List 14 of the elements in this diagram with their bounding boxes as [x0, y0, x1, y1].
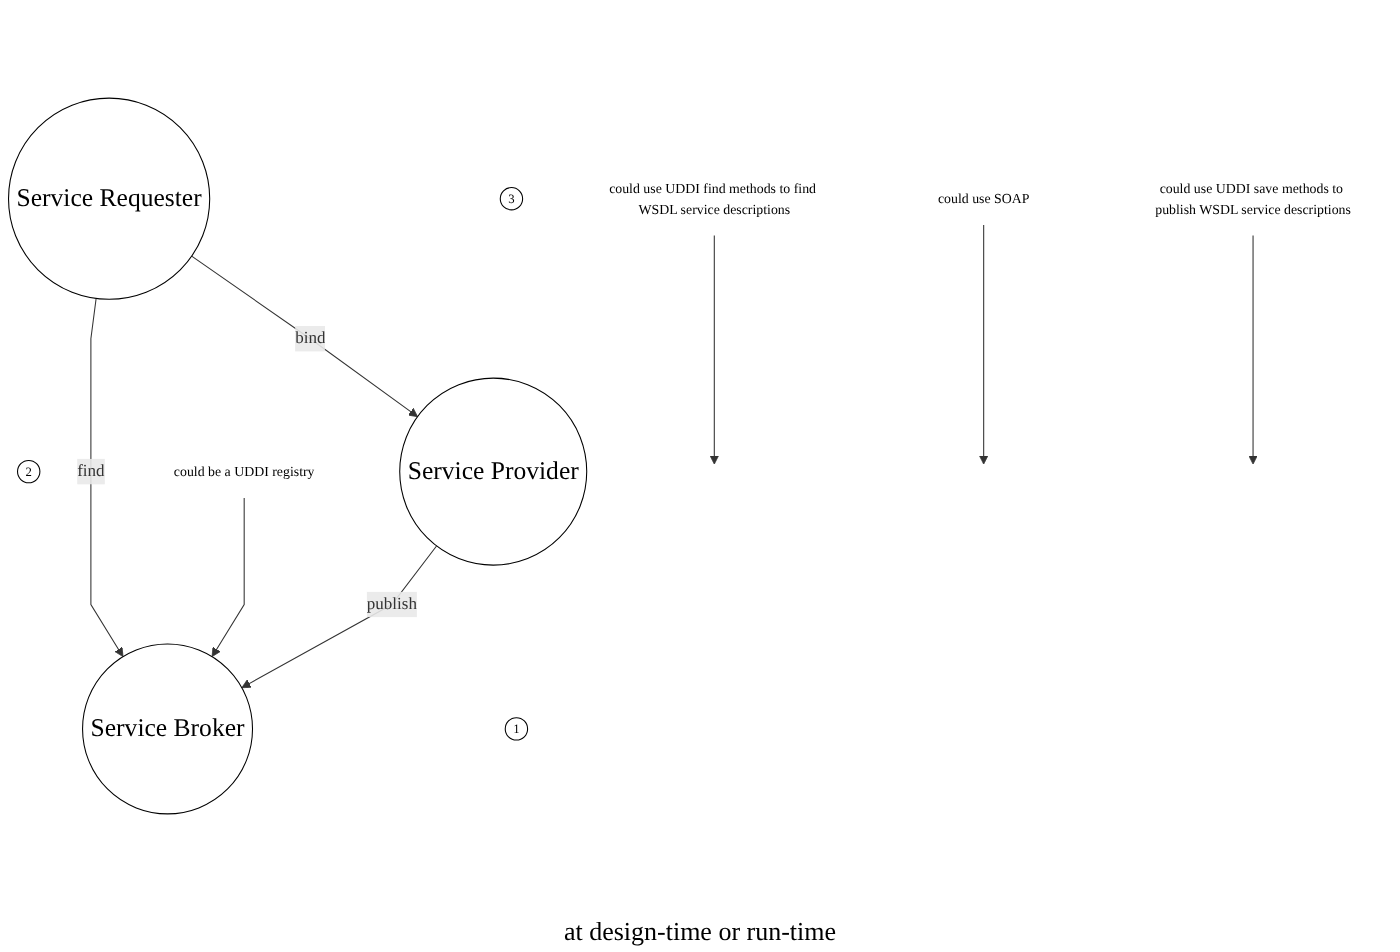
- edge-label: publish: [366, 594, 417, 614]
- arrow: [90, 297, 124, 657]
- arrow: [211, 497, 245, 657]
- node-circle: Service Requester: [8, 97, 211, 300]
- arrow: [241, 545, 438, 689]
- edge-label: find: [77, 462, 105, 481]
- arrow: [1248, 234, 1258, 465]
- arrow: [979, 224, 989, 465]
- note-text: at design-time or run-time: [563, 916, 837, 946]
- node-circle: Service Broker: [82, 643, 254, 815]
- arrow: [191, 255, 418, 418]
- arrow: [709, 234, 719, 465]
- node-circle: Service Provider: [399, 377, 588, 566]
- edge-label: bind: [295, 329, 326, 348]
